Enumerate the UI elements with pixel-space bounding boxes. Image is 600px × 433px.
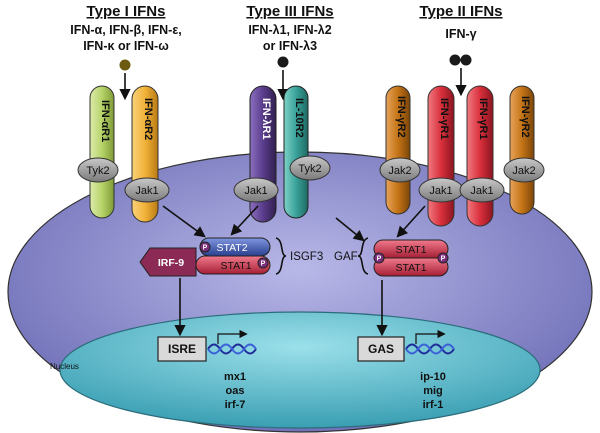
ifngr1-right-label: IFN-γR1: [477, 98, 489, 140]
gas-gene-ip10: ip-10: [420, 371, 446, 383]
jak1-kinase: [124, 177, 170, 203]
phospho-site: [257, 257, 269, 269]
gas-gene-irf1: irf-1: [423, 399, 444, 411]
type2-ligand-dot-right: [460, 54, 472, 66]
jak1-kinase: [233, 177, 279, 203]
type1-ligands-line2: IFN-κ or IFN-ω: [83, 39, 169, 53]
irf9-label: IRF-9: [158, 257, 184, 269]
stat2-label: STAT2: [216, 242, 247, 254]
irf9-protein: [139, 247, 197, 277]
nucleus-label: Nucleus: [50, 362, 79, 371]
jak1-kinase: [459, 177, 505, 203]
isre-transcription-arrow: [217, 329, 248, 344]
ifngr2-right-label: IFN-γR2: [519, 96, 531, 138]
tyk2-label: Tyk2: [86, 165, 109, 177]
jak1-label: Jak1: [135, 185, 158, 197]
type3-ligands-line2: or IFN-λ3: [263, 39, 317, 53]
jak2-label: Jak2: [388, 165, 411, 177]
ifnar2-label: IFN-αR2: [142, 98, 154, 140]
type3-ligands-line1: IFN-λ1, IFN-λ2: [248, 23, 331, 37]
gaf-label: GAF: [334, 251, 358, 263]
gas-label: GAS: [368, 342, 394, 356]
ifnlr1-label: IFN-λR1: [260, 98, 272, 140]
isre-gene-mx1: mx1: [224, 371, 246, 383]
stat1-label: STAT1: [220, 260, 251, 272]
type2-to-gaf-arrow: [396, 205, 426, 238]
phospho-label: P: [377, 256, 382, 263]
phospho-site: [437, 252, 449, 264]
type1-ligand-dot: [119, 59, 131, 71]
gas-dna-helix: [405, 343, 455, 355]
phospho-label: P: [441, 256, 446, 263]
type2-ligand-dot-left: [449, 54, 461, 66]
jak2-kinase: [503, 157, 545, 183]
isre-element: [157, 336, 207, 362]
type3-to-isgf3-arrow: [230, 205, 259, 236]
ifngr1-left-label: IFN-γR1: [438, 98, 450, 140]
jak1-label: Jak1: [429, 185, 452, 197]
isgf3-label: ISGF3: [290, 251, 323, 263]
phospho-site: [199, 241, 211, 253]
isre-dna-helix: [207, 343, 257, 355]
tyk2-kinase: [289, 155, 331, 181]
phospho-site: [373, 252, 385, 264]
stat1-label: STAT1: [395, 244, 426, 256]
type1-to-isgf3-arrow: [162, 205, 206, 238]
jak2-label: Jak2: [512, 165, 535, 177]
isre-gene-irf7: irf-7: [225, 399, 246, 411]
gas-transcription-arrow: [415, 329, 446, 344]
il10r2-receptor: [283, 85, 309, 219]
isre-gene-oas: oas: [226, 385, 245, 397]
jak1-label: Jak1: [470, 185, 493, 197]
gas-gene-mig: mig: [423, 385, 443, 397]
type1-ligands-line1: IFN-α, IFN-β, IFN-ε,: [70, 23, 182, 37]
type2-title: Type II IFNs: [419, 3, 502, 20]
isre-label: ISRE: [168, 342, 196, 356]
tyk2-label: Tyk2: [298, 163, 321, 175]
tyk2-kinase: [77, 157, 119, 183]
ifnar1-label: IFN-αR1: [99, 100, 111, 142]
gas-element: [357, 336, 405, 362]
jak2-kinase: [379, 157, 421, 183]
gaf-brace: [357, 237, 369, 275]
gaf-left-arrow: [335, 217, 365, 242]
ifngr2-left-label: IFN-γR2: [395, 96, 407, 138]
type3-ligand-dot: [277, 56, 289, 68]
type3-title: Type III IFNs: [246, 3, 333, 20]
phospho-label: P: [203, 245, 208, 252]
nucleus: [59, 311, 541, 429]
stat1-protein: [373, 257, 449, 277]
phospho-label: P: [261, 261, 266, 268]
type2-ligand: IFN-γ: [445, 27, 476, 41]
ifnar1-receptor: [89, 85, 115, 219]
stat1-label: STAT1: [395, 262, 426, 274]
il10r2-label: IL-10R2: [293, 98, 305, 138]
isgf3-brace: [275, 237, 287, 275]
jak1-label: Jak1: [244, 185, 267, 197]
type1-title: Type I IFNs: [87, 3, 166, 20]
